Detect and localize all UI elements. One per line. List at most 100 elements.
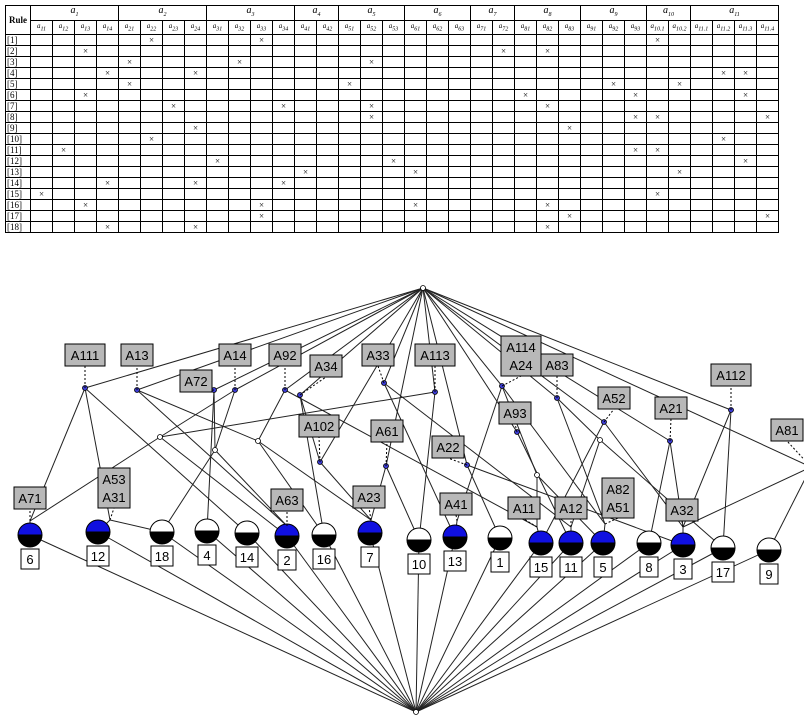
attribute-label-box [540, 353, 574, 377]
sub-header-a14: a14 [96, 19, 119, 36]
label-connector [669, 418, 672, 442]
attribute-label-A52: A52 [597, 386, 631, 410]
object-node-top [558, 530, 584, 544]
lattice-edge [722, 409, 732, 549]
attribute-label-A61: A61 [370, 419, 404, 443]
attribute-label-text: A83 [545, 358, 568, 373]
object-label-box [443, 550, 467, 572]
attribute-label-A14: A14 [218, 343, 252, 367]
sub-header-a11.4: a11.4 [756, 19, 779, 36]
attribute-label-A111: A111 [64, 343, 106, 367]
sub-header-a11.1: a11.1 [690, 19, 713, 36]
label-connector [318, 436, 321, 463]
attribute-label-text: A112 [716, 368, 745, 383]
object-label-box [673, 558, 693, 580]
lattice-edge [286, 535, 417, 713]
label-connector [109, 507, 115, 521]
object-node-bottom [636, 542, 662, 556]
lattice-edge [768, 479, 804, 551]
attribute-label-box [439, 492, 473, 516]
object-node-bottom [234, 532, 260, 546]
object-label: 14 [240, 550, 254, 565]
table-row: [16]×××× [5, 199, 779, 212]
attribute-label-A72: A72 [179, 369, 213, 393]
lattice-edge [213, 389, 216, 451]
lattice-edge [415, 547, 724, 713]
attribute-label-box [500, 335, 542, 377]
object-node-bottom [406, 539, 432, 553]
table-row: [14]××× [5, 177, 779, 190]
label-connector [786, 440, 804, 461]
object-node-11: 11 [558, 530, 584, 578]
lattice-edge [323, 534, 417, 713]
table-row: [9]×× [5, 122, 779, 135]
attribute-label-text: A61 [375, 424, 398, 439]
object-label-box [360, 546, 380, 568]
object-node-5: 5 [590, 530, 616, 578]
lattice-edge [682, 469, 804, 528]
rule-column-header: Rule [5, 4, 31, 36]
object-node-16: 16 [311, 522, 337, 570]
label-connector [299, 376, 327, 396]
concept-node [255, 438, 261, 444]
object-label-box [759, 563, 779, 585]
attribute-label-A81: A81 [770, 418, 804, 442]
attribute-label-text: A52 [602, 391, 625, 406]
object-node-top [357, 520, 383, 534]
lattice-edge [161, 449, 216, 533]
attribute-label-text: A111 [71, 348, 99, 363]
object-node-1: 1 [487, 525, 513, 573]
object-label-box [559, 556, 583, 578]
sub-header-a62: a62 [426, 19, 449, 36]
lattice-edge [516, 431, 572, 544]
lattice-edge [257, 440, 325, 536]
object-node-12: 12 [85, 519, 111, 567]
attribute-label-text: A14 [223, 348, 246, 363]
object-label: 17 [716, 565, 730, 580]
sub-header-a32: a32 [228, 19, 251, 36]
object-label: 4 [203, 548, 210, 563]
lattice-edge [599, 439, 724, 549]
lattice-edge [385, 465, 420, 541]
object-label: 1 [496, 555, 503, 570]
attribute-label-text: A51 [606, 500, 629, 515]
lattice-edge [214, 449, 288, 527]
lattice-edge [383, 382, 572, 528]
attribute-label-box [64, 343, 106, 367]
object-label-box [407, 553, 431, 575]
lattice-edge [84, 387, 248, 534]
concept-node [534, 472, 540, 478]
attribute-label-text: A31 [102, 490, 125, 505]
attribute-label-text: A114 [506, 340, 535, 355]
sub-header-a10.1: a10.1 [646, 19, 669, 36]
attribute-label-A34: A34 [309, 354, 343, 378]
label-connector [447, 457, 468, 466]
attribute-label-text: A33 [366, 348, 389, 363]
concept-node [420, 285, 426, 291]
concept-node [413, 709, 419, 715]
lattice-edge [214, 389, 236, 451]
object-label-box [86, 545, 110, 567]
sub-header-a11.2: a11.2 [712, 19, 735, 36]
lattice-edge [415, 542, 542, 713]
object-label: 5 [599, 560, 606, 575]
lattice-edge [257, 440, 372, 521]
object-node-10: 10 [406, 527, 432, 575]
attribute-label-A22: A22 [431, 435, 465, 459]
label-connector [523, 518, 538, 528]
object-node-top [274, 523, 300, 537]
object-node-top [311, 522, 337, 536]
attribute-label-text: A82 [606, 482, 629, 497]
attribute-label-A92: A92 [268, 343, 302, 367]
sub-header-a23: a23 [162, 19, 185, 36]
attribute-label-text: A53 [102, 472, 125, 487]
object-node-bottom [85, 531, 111, 545]
attribute-label-box [298, 414, 340, 438]
attribute-label-text: A113 [420, 348, 449, 363]
object-node-14: 14 [234, 520, 260, 568]
lattice-edge [556, 397, 601, 441]
attribute-label-text: A23 [357, 490, 380, 505]
object-label: 12 [91, 549, 105, 564]
